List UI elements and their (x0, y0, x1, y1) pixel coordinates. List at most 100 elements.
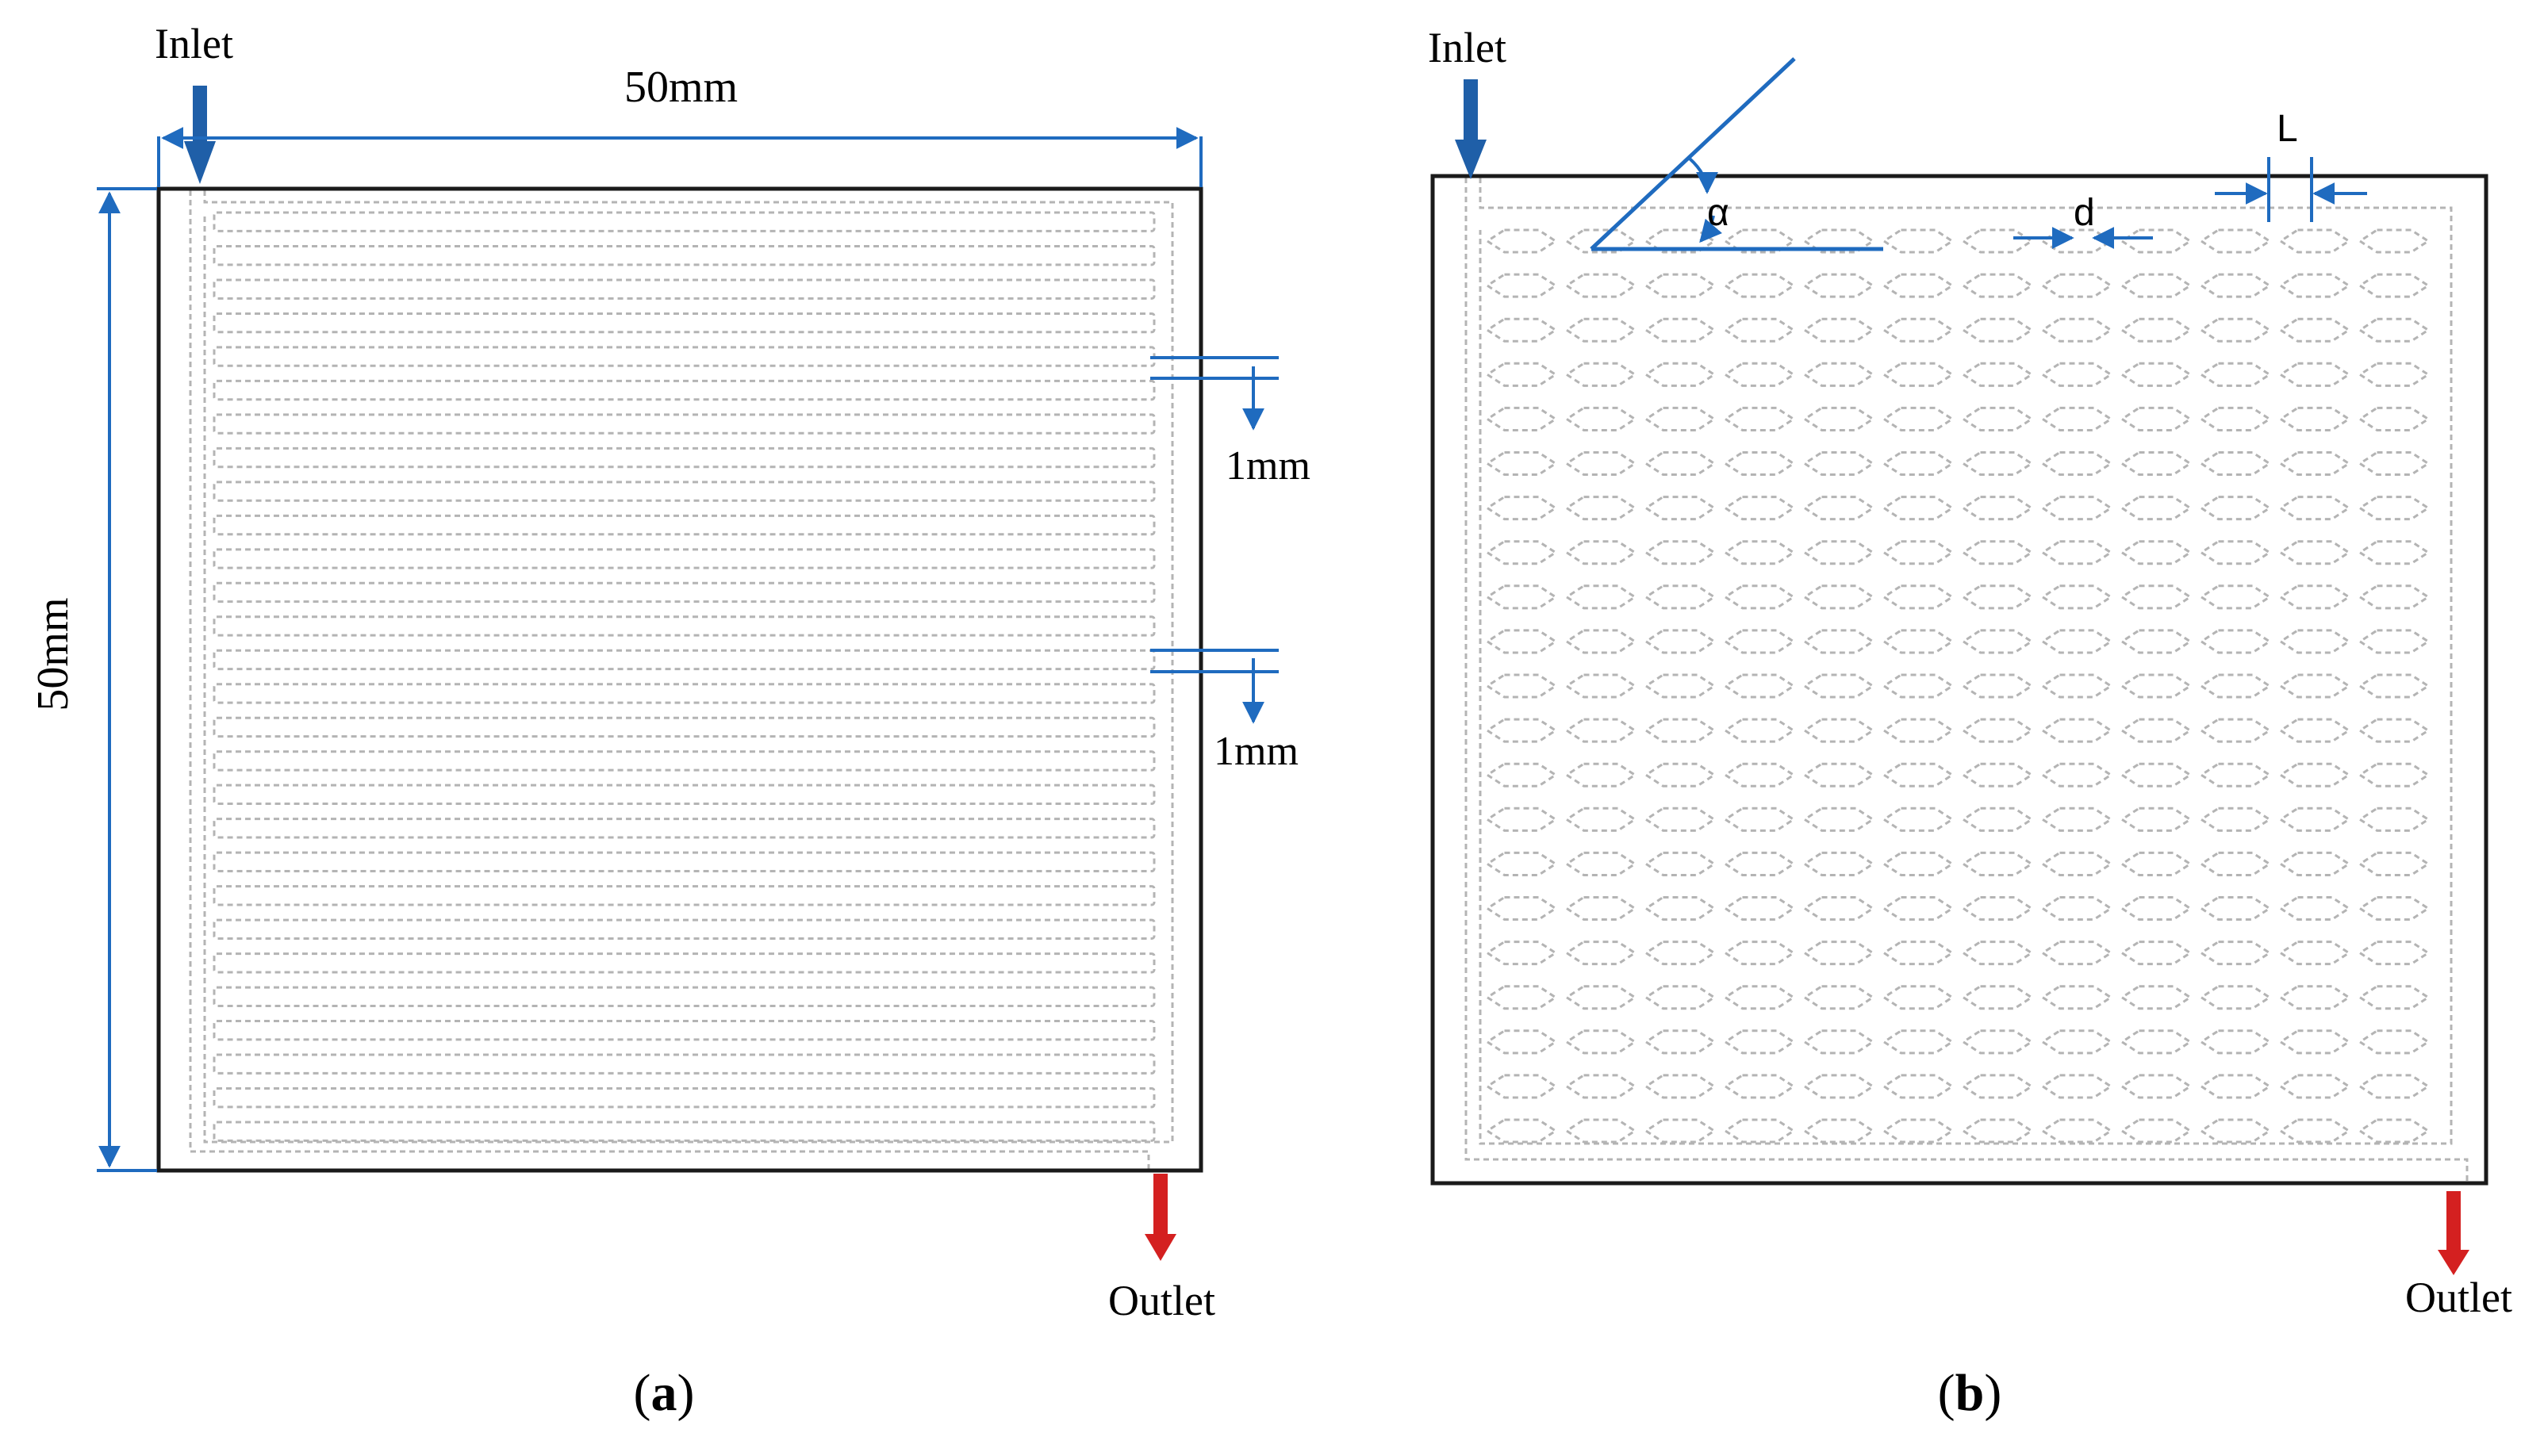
panel-b-channel-segment (1644, 941, 1717, 966)
panel-b-channel-segment (2358, 941, 2431, 966)
panel-b-channel-segment (2358, 1074, 2431, 1099)
panel-b-channel-segment (1802, 985, 1875, 1010)
panel-b-channel-segment (1802, 1029, 1875, 1055)
panel-b-channel-segment (1564, 362, 1637, 387)
panel-b-channel-segment (2199, 673, 2272, 699)
panel-a-spacing-dimension-1 (1150, 356, 1279, 431)
panel-b-channel-segment (1961, 317, 2034, 343)
panel-a-channel-row (213, 514, 1156, 536)
panel-b-channel-segment (2278, 451, 2351, 477)
panel-b-channel-segment (2199, 584, 2272, 610)
panel-b-channel-segment (2199, 629, 2272, 654)
panel-b-channel-segment (1961, 362, 2034, 387)
panel-b-caption-letter: b (1955, 1364, 1985, 1422)
panel-b-channel-segment (1644, 540, 1717, 565)
panel-b-channel-segment (1802, 451, 1875, 477)
panel-a-channel-row (213, 346, 1156, 367)
panel-b-channel-segment (1802, 673, 1875, 699)
panel-b-channel-segment (2278, 629, 2351, 654)
panel-b-header-channel (1479, 178, 2453, 1145)
panel-b-channel-segment (2199, 496, 2272, 521)
panel-b-channel-segment (1485, 317, 1558, 343)
panel-b-channel-segment (1644, 362, 1717, 387)
panel-b-channel-segment (2358, 540, 2431, 565)
panel-b-channel-segment (1802, 1074, 1875, 1099)
panel-b-channel-segment (1723, 273, 1796, 298)
panel-a-channel-row (213, 548, 1156, 569)
panel-b-channel-segment (1882, 1074, 1955, 1099)
panel-b-caption: (b) (1938, 1364, 2002, 1422)
panel-b-channel-segment (1485, 1029, 1558, 1055)
panel-b-channel-segment (2358, 228, 2431, 254)
panel-b-channel-segment (1485, 629, 1558, 654)
panel-b-length-label: L (2277, 108, 2298, 150)
panel-b-channel-segment (1961, 718, 2034, 743)
panel-b-channel-segment (2199, 362, 2272, 387)
panel-b-plate (1430, 174, 2488, 1186)
panel-b-channel-segment (2040, 941, 2113, 966)
panel-b-channel-segment (1644, 762, 1717, 787)
panel-b-channel-segment (2278, 496, 2351, 521)
panel-b-channel-segment (2120, 317, 2193, 343)
panel-a-channel-row (213, 379, 1156, 401)
panel-b-channel-segment (2120, 673, 2193, 699)
panel-b-channel-segment (2358, 362, 2431, 387)
panel-b-channel-segment (1485, 406, 1558, 431)
panel-b-channel-segment (1644, 228, 1717, 254)
panel-b-channel-segment (2358, 406, 2431, 431)
panel-a-spacing-label-2: 1mm (1214, 729, 1299, 774)
panel-b-channel-segment (1485, 1118, 1558, 1144)
panel-b-channel-segment (2199, 762, 2272, 787)
panel-a-plate (156, 186, 1203, 1173)
panel-b-channel-segment (1564, 496, 1637, 521)
panel-b-channel-segment (2278, 896, 2351, 921)
panel-b-channel-segment (1961, 1029, 2034, 1055)
panel-b-channel-segment (2278, 317, 2351, 343)
panel-b-channel-segment (1723, 1118, 1796, 1144)
panel-b-channel-segment (2120, 496, 2193, 521)
panel-b-inlet-label: Inlet (1428, 24, 1506, 71)
panel-a-channel-row (213, 413, 1156, 435)
panel-a-inlet-arrow (184, 86, 216, 184)
panel-b-channel-segment (1644, 1029, 1717, 1055)
panel-b-channel-segment (1882, 317, 1955, 343)
panel-b-channel-segment (1485, 718, 1558, 743)
panel-b-channel-segment (1485, 851, 1558, 876)
panel-b-channel-segment (2040, 718, 2113, 743)
panel-b-channel-segment (1485, 941, 1558, 966)
panel-b-channel-segment (1961, 629, 2034, 654)
panel-b-channel-segment (2278, 807, 2351, 832)
panel-b-channel-segment (1882, 629, 1955, 654)
panel-b-channel-segment (2040, 807, 2113, 832)
panel-b-channel-segment (1882, 1029, 1955, 1055)
panel-b-angle-label: α (1707, 192, 1729, 234)
panel-b-channel-segment (2278, 406, 2351, 431)
panel-b-channel-segment (2278, 718, 2351, 743)
panel-b-channel-segment (1564, 985, 1637, 1010)
panel-b-channel-segment (1723, 1074, 1796, 1099)
panel-b-channel-segment (1564, 718, 1637, 743)
panel-b-channel-segment (2120, 273, 2193, 298)
panel-b-channel-segment (1644, 451, 1717, 477)
panel-b-channel-segment (2120, 451, 2193, 477)
panel-b-channel-segment (2278, 540, 2351, 565)
panel-b-channel-segment (1485, 228, 1558, 254)
panel-b-channel-segment (2199, 540, 2272, 565)
panel-b-channel-segment (2278, 851, 2351, 876)
panel-b-channel-segment (1802, 896, 1875, 921)
panel-b-channel-segment (1723, 941, 1796, 966)
panel-b-channel-segment (2199, 406, 2272, 431)
panel-a: Inlet Outlet 50mm 50mm 1mm (29, 20, 1310, 1422)
panel-b-channel-segment (2120, 718, 2193, 743)
panel-b-channel-segment (2358, 273, 2431, 298)
panel-b-channel-segment (1882, 540, 1955, 565)
panel-b-channel-segment (2278, 362, 2351, 387)
panel-b-channel-segment (1723, 540, 1796, 565)
panel-b-channel-segment (1882, 851, 1955, 876)
panel-b-channel-segment (2358, 762, 2431, 787)
panel-b-channel-segment (2199, 1074, 2272, 1099)
panel-b-channel-segment (2040, 1074, 2113, 1099)
panel-a-caption: (a) (634, 1364, 695, 1422)
panel-a-spacing-dimension-2 (1150, 649, 1279, 724)
